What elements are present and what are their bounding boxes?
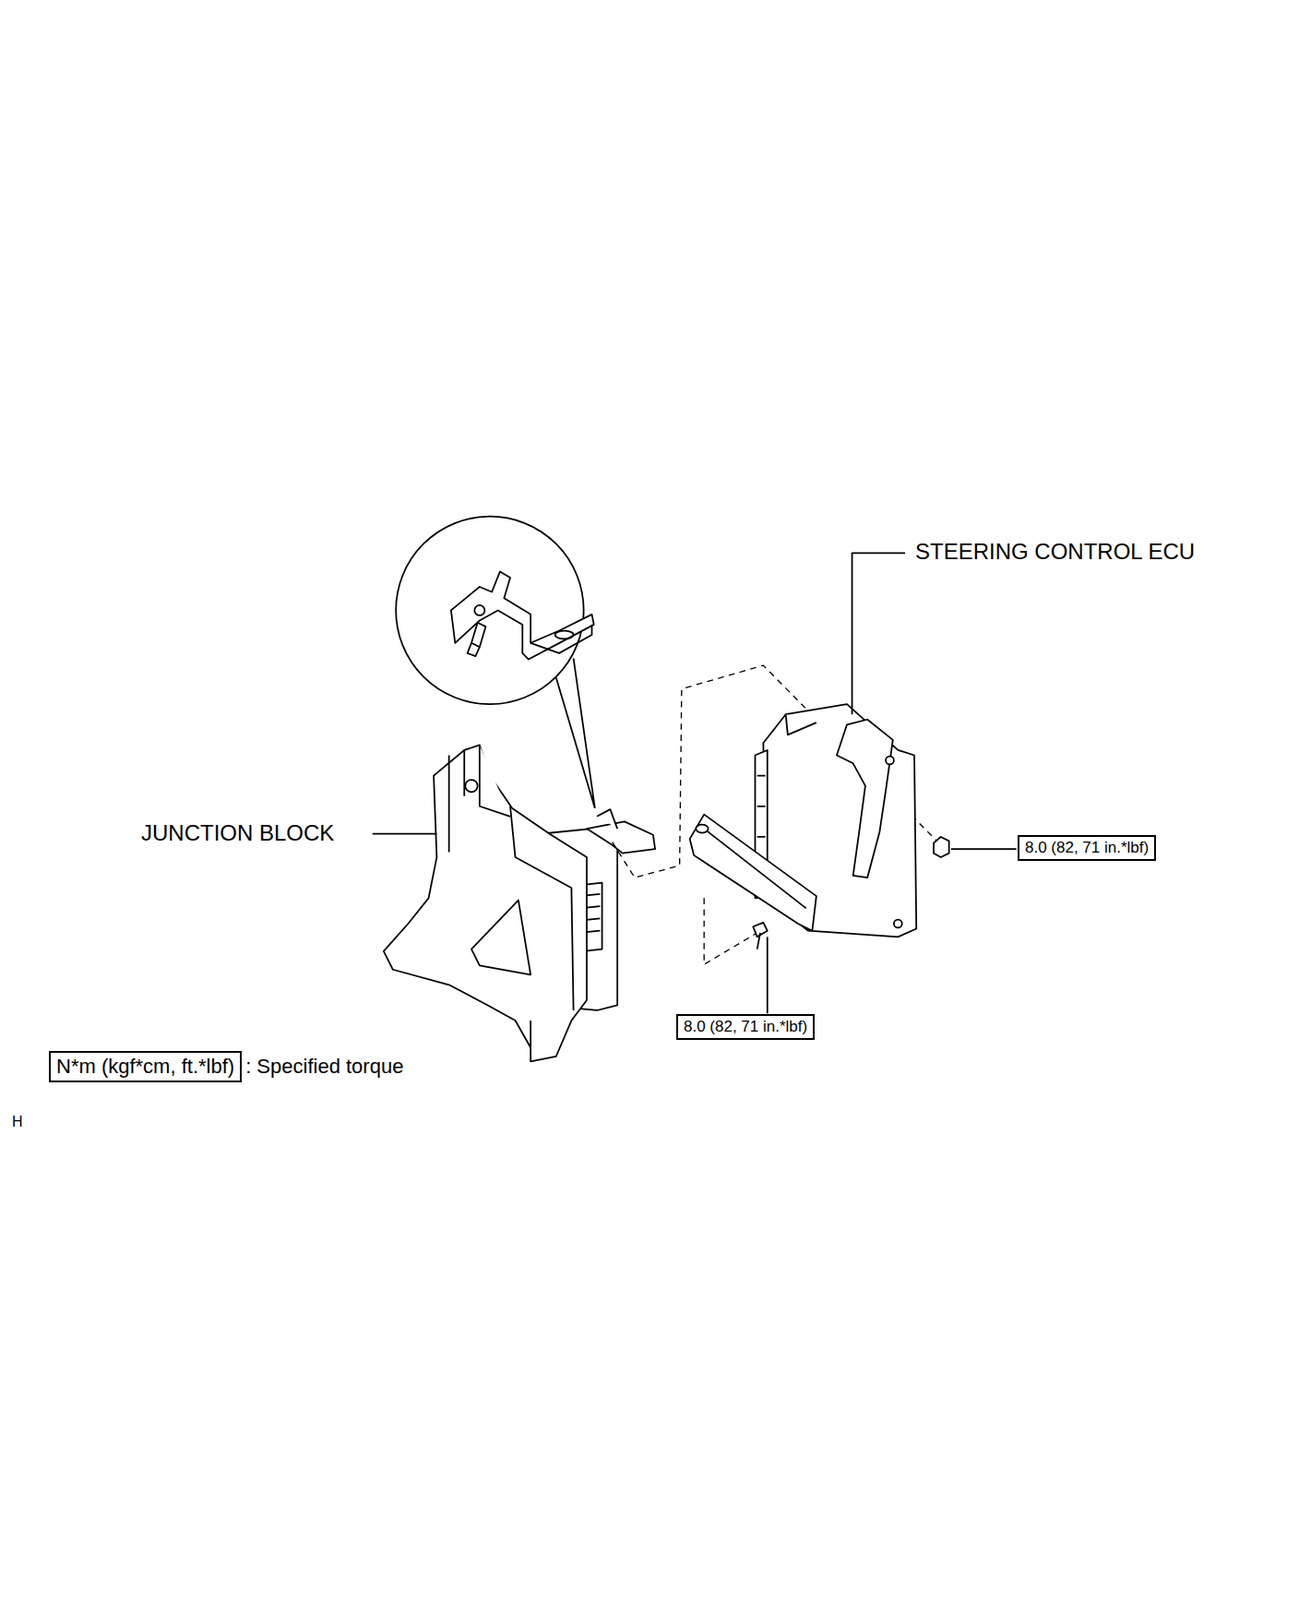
torque-value: N*m (kgf*cm, ft.*lbf)	[56, 1054, 235, 1079]
leader-lines	[372, 552, 1017, 1013]
torque-box: 8.0 (82, 71 in.*lbf)	[1017, 834, 1156, 861]
junction-block	[383, 744, 656, 1061]
torque-value: 8.0 (82, 71 in.*lbf)	[1024, 838, 1149, 858]
guide-lines	[612, 665, 940, 965]
part-name: JUNCTION BLOCK	[141, 820, 334, 847]
torque-value: 8.0 (82, 71 in.*lbf)	[683, 1017, 808, 1037]
legend-note: : Specified torque	[245, 1054, 404, 1079]
part-name: STEERING CONTROL ECU	[915, 538, 1195, 566]
figure-code: H	[11, 1112, 24, 1131]
torque-box: 8.0 (82, 71 in.*lbf)	[676, 1013, 815, 1040]
steering-control-ecu	[690, 703, 918, 937]
detail-leader	[556, 657, 596, 809]
fasteners	[752, 836, 949, 950]
bracket-detail	[451, 571, 595, 659]
torque-box: N*m (kgf*cm, ft.*lbf)	[48, 1050, 242, 1083]
